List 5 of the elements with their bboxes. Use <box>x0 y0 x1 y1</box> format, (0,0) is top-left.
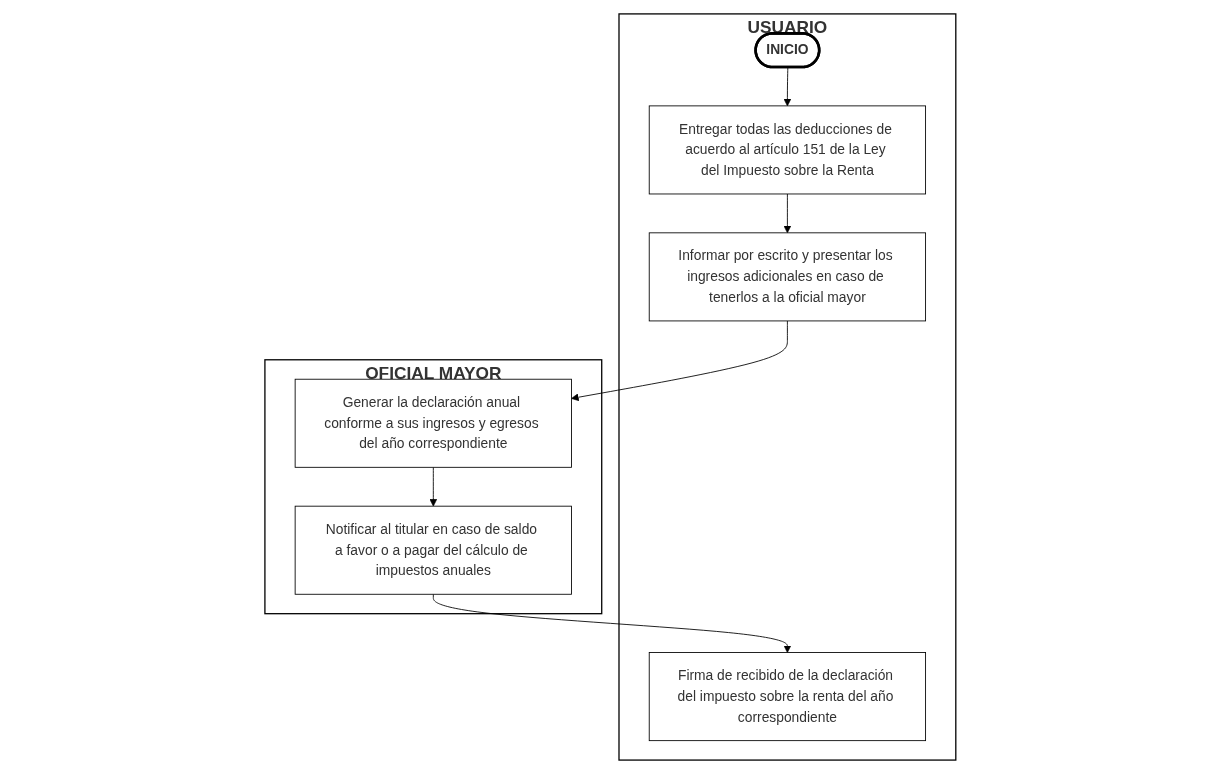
node-box: Firma de recibido de la declaración del impuesto sobre la renta del año correspondiente <box>648 651 926 741</box>
node-box: Notificar al titular en caso de saldo a favor o a pagar del cálculo de impuestos anuales <box>294 505 572 595</box>
node-box: Generar la declaración anual conforme a sus ingresos y egresos del año correspondiente <box>294 378 572 468</box>
node-box: Entregar todas las deducciones de acuerdo al artículo 151 de la Ley del Impuesto sobre la Renta <box>648 104 926 194</box>
node-box: Informar por escrito y presentar los ingresos adicionales en caso de tenerlos a la oficial mayor <box>648 231 926 321</box>
